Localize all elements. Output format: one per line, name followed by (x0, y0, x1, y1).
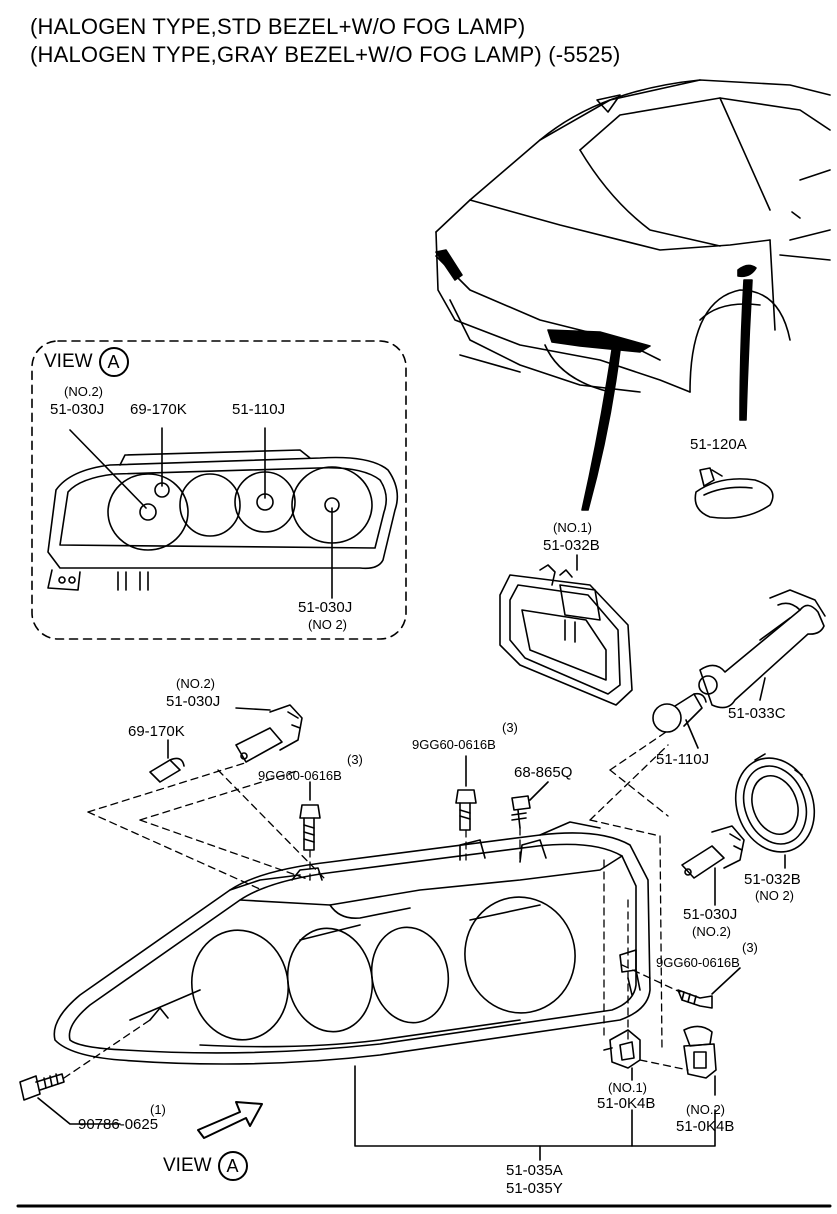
part-51-033c: 51-033C (728, 705, 786, 722)
view-a-inset-label: VIEW A (44, 347, 129, 377)
bulb-small (652, 692, 707, 733)
side-marker-lamp (694, 467, 774, 519)
inset-part-51-110j: 51-110J (232, 401, 286, 418)
part-68-865q: 68-865Q (514, 764, 573, 781)
part-51-032b-top: 51-032B (543, 537, 600, 554)
view-a-arrow-label: VIEW A (163, 1151, 248, 1181)
view-letter-circle: A (98, 347, 129, 377)
view-word: VIEW (163, 1155, 212, 1176)
screw-90786 (19, 1073, 65, 1101)
clip-no2 (683, 1025, 717, 1079)
part-51-030j-left-qualifier: (NO.2) (176, 676, 215, 691)
bolt-left (299, 804, 321, 851)
bolt-mid-part: 9GG60-0616B (412, 737, 496, 752)
part-51-032b-right-qualifier: (NO 2) (755, 888, 794, 903)
diagram-title-line-1: (HALOGEN TYPE,STD BEZEL+W/O FOG LAMP) (30, 14, 526, 39)
view-word: VIEW (44, 351, 93, 372)
part-51-032b-no1-qualifier: (NO.1) (553, 520, 592, 535)
inset-part-51-030j-bottom: 51-030J (298, 599, 353, 616)
view-letter-circle: A (217, 1151, 248, 1181)
bulb-h1-left (235, 704, 303, 763)
part-51-0k4b-no2-qualifier: (NO.2) (686, 1102, 725, 1117)
part-51-030j-right: 51-030J (683, 906, 738, 923)
bulb-h1-right (681, 825, 745, 879)
headlamp-assembly (53, 821, 651, 1065)
part-51-0k4b-right: 51-0K4B (676, 1118, 735, 1135)
inset-headlamp-housing (47, 449, 399, 591)
part-51-0k4b-no1-qualifier: (NO.1) (608, 1080, 647, 1095)
bolt-left-qty: (3) (347, 752, 363, 767)
part-51-035y: 51-035Y (506, 1180, 563, 1197)
inset-part-51-030j-top: 51-030J (50, 401, 105, 418)
clip-no1 (603, 1029, 641, 1069)
socket-cover-no1 (499, 564, 633, 706)
bulb-h4 (698, 589, 826, 709)
view-a-arrow (197, 1101, 263, 1139)
inset-no2-bottom: (NO 2) (308, 617, 347, 632)
part-51-110j: 51-110J (656, 751, 710, 768)
part-90786-0625: 90786-0625 (78, 1116, 159, 1133)
part-69-170k: 69-170K (128, 723, 185, 740)
bolt-right (677, 989, 713, 1009)
bolt-left-part: 9GG60-0616B (258, 768, 342, 783)
bolt-mid-qty: (3) (502, 720, 518, 735)
diagram-title-line-2: (HALOGEN TYPE,GRAY BEZEL+W/O FOG LAMP) (… (30, 42, 621, 67)
part-51-0k4b-left: 51-0K4B (597, 1095, 656, 1112)
bulb-wedge (149, 757, 185, 783)
clip-68-865q (511, 795, 531, 829)
inset-part-69-170k: 69-170K (130, 401, 187, 418)
socket-cover-no2 (734, 753, 816, 853)
part-51-030j-left: 51-030J (166, 693, 221, 710)
screw-qty: (1) (150, 1102, 166, 1117)
part-51-030j-right-qualifier: (NO.2) (692, 924, 731, 939)
part-51-120a: 51-120A (690, 436, 747, 453)
inset-no2-top: (NO.2) (64, 384, 103, 399)
bolt-right-qty: (3) (742, 940, 758, 955)
bolt-right-part: 9GG60-0616B (656, 955, 740, 970)
part-51-035a: 51-035A (506, 1162, 563, 1179)
bolt-mid (455, 789, 477, 831)
part-51-032b-right: 51-032B (744, 871, 801, 888)
